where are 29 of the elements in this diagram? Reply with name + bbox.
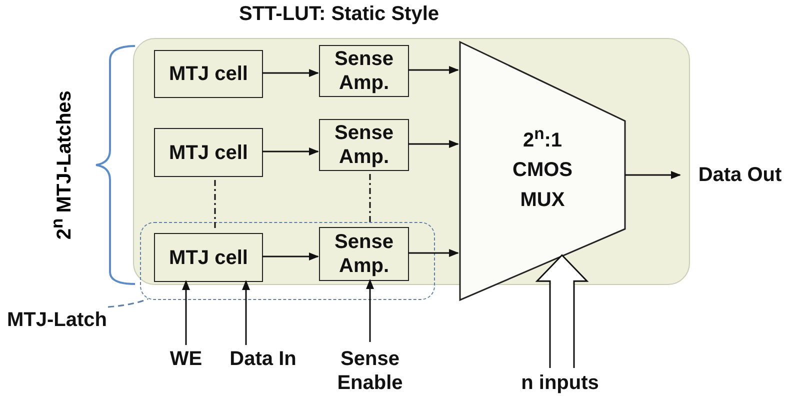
ellipsis-line [369, 174, 371, 222]
sense-amp-box: Sense Amp. [319, 119, 409, 171]
leader-line [108, 298, 148, 308]
panel-heading: STT-LUT: Static Style [238, 2, 440, 26]
arrow [262, 148, 319, 156]
hollow-arrow [535, 254, 589, 369]
signal-label: WE [170, 347, 202, 371]
signal-label: MTJ-Latch [7, 308, 107, 332]
mtj-cell-box: MTJ cell [154, 233, 263, 282]
signal-label: Data Out [698, 163, 782, 187]
arrow [366, 279, 374, 342]
sense-amp-box: Sense Amp. [319, 227, 409, 281]
arrow [262, 69, 319, 77]
mtj-cell-box: MTJ cell [154, 128, 263, 177]
arrow [182, 280, 190, 345]
arrow [262, 252, 319, 260]
signal-label: Sense Enable [336, 347, 404, 395]
arrow [242, 280, 250, 345]
signal-label: n inputs [521, 371, 599, 395]
latch-dashed-box [140, 222, 435, 300]
mux-label: 2$^{n}$:1 CMOS MUX [512, 122, 574, 214]
arrow [408, 140, 459, 148]
arrow [408, 249, 459, 257]
arrow [408, 66, 459, 74]
arrow [625, 171, 681, 179]
ellipsis-line [214, 180, 216, 228]
sense-amp-box: Sense Amp. [319, 45, 409, 97]
signal-label: Data In [230, 347, 296, 371]
mtj-cell-box: MTJ cell [154, 50, 263, 98]
